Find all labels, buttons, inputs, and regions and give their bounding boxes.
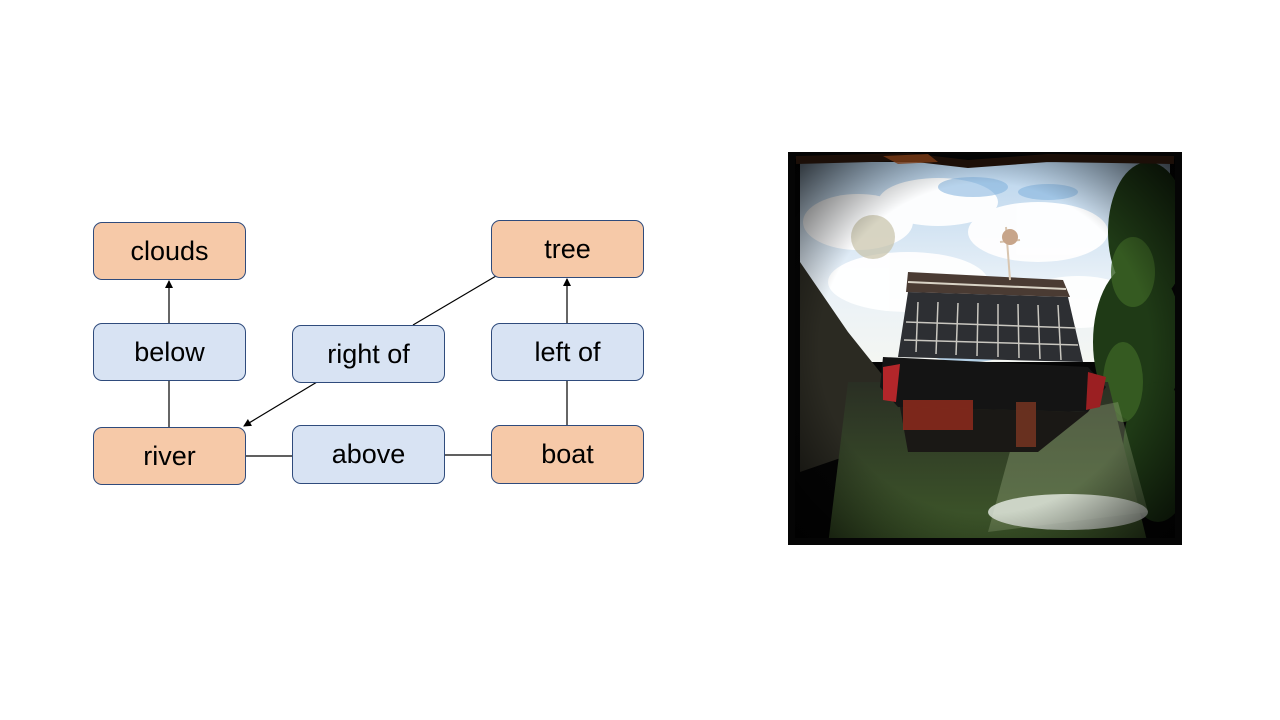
generated-image-illustration bbox=[788, 152, 1182, 545]
node-boat: boat bbox=[491, 425, 644, 484]
node-clouds: clouds bbox=[93, 222, 246, 280]
node-river: river bbox=[93, 427, 246, 485]
node-right-of: right of bbox=[292, 325, 445, 383]
node-tree: tree bbox=[491, 220, 644, 278]
edge-tree-to-right-of bbox=[412, 275, 497, 326]
node-above: above bbox=[292, 425, 445, 484]
edge-right-of-to-river bbox=[243, 381, 318, 427]
generated-image bbox=[788, 152, 1182, 545]
node-below: below bbox=[93, 323, 246, 381]
node-left-of: left of bbox=[491, 323, 644, 381]
